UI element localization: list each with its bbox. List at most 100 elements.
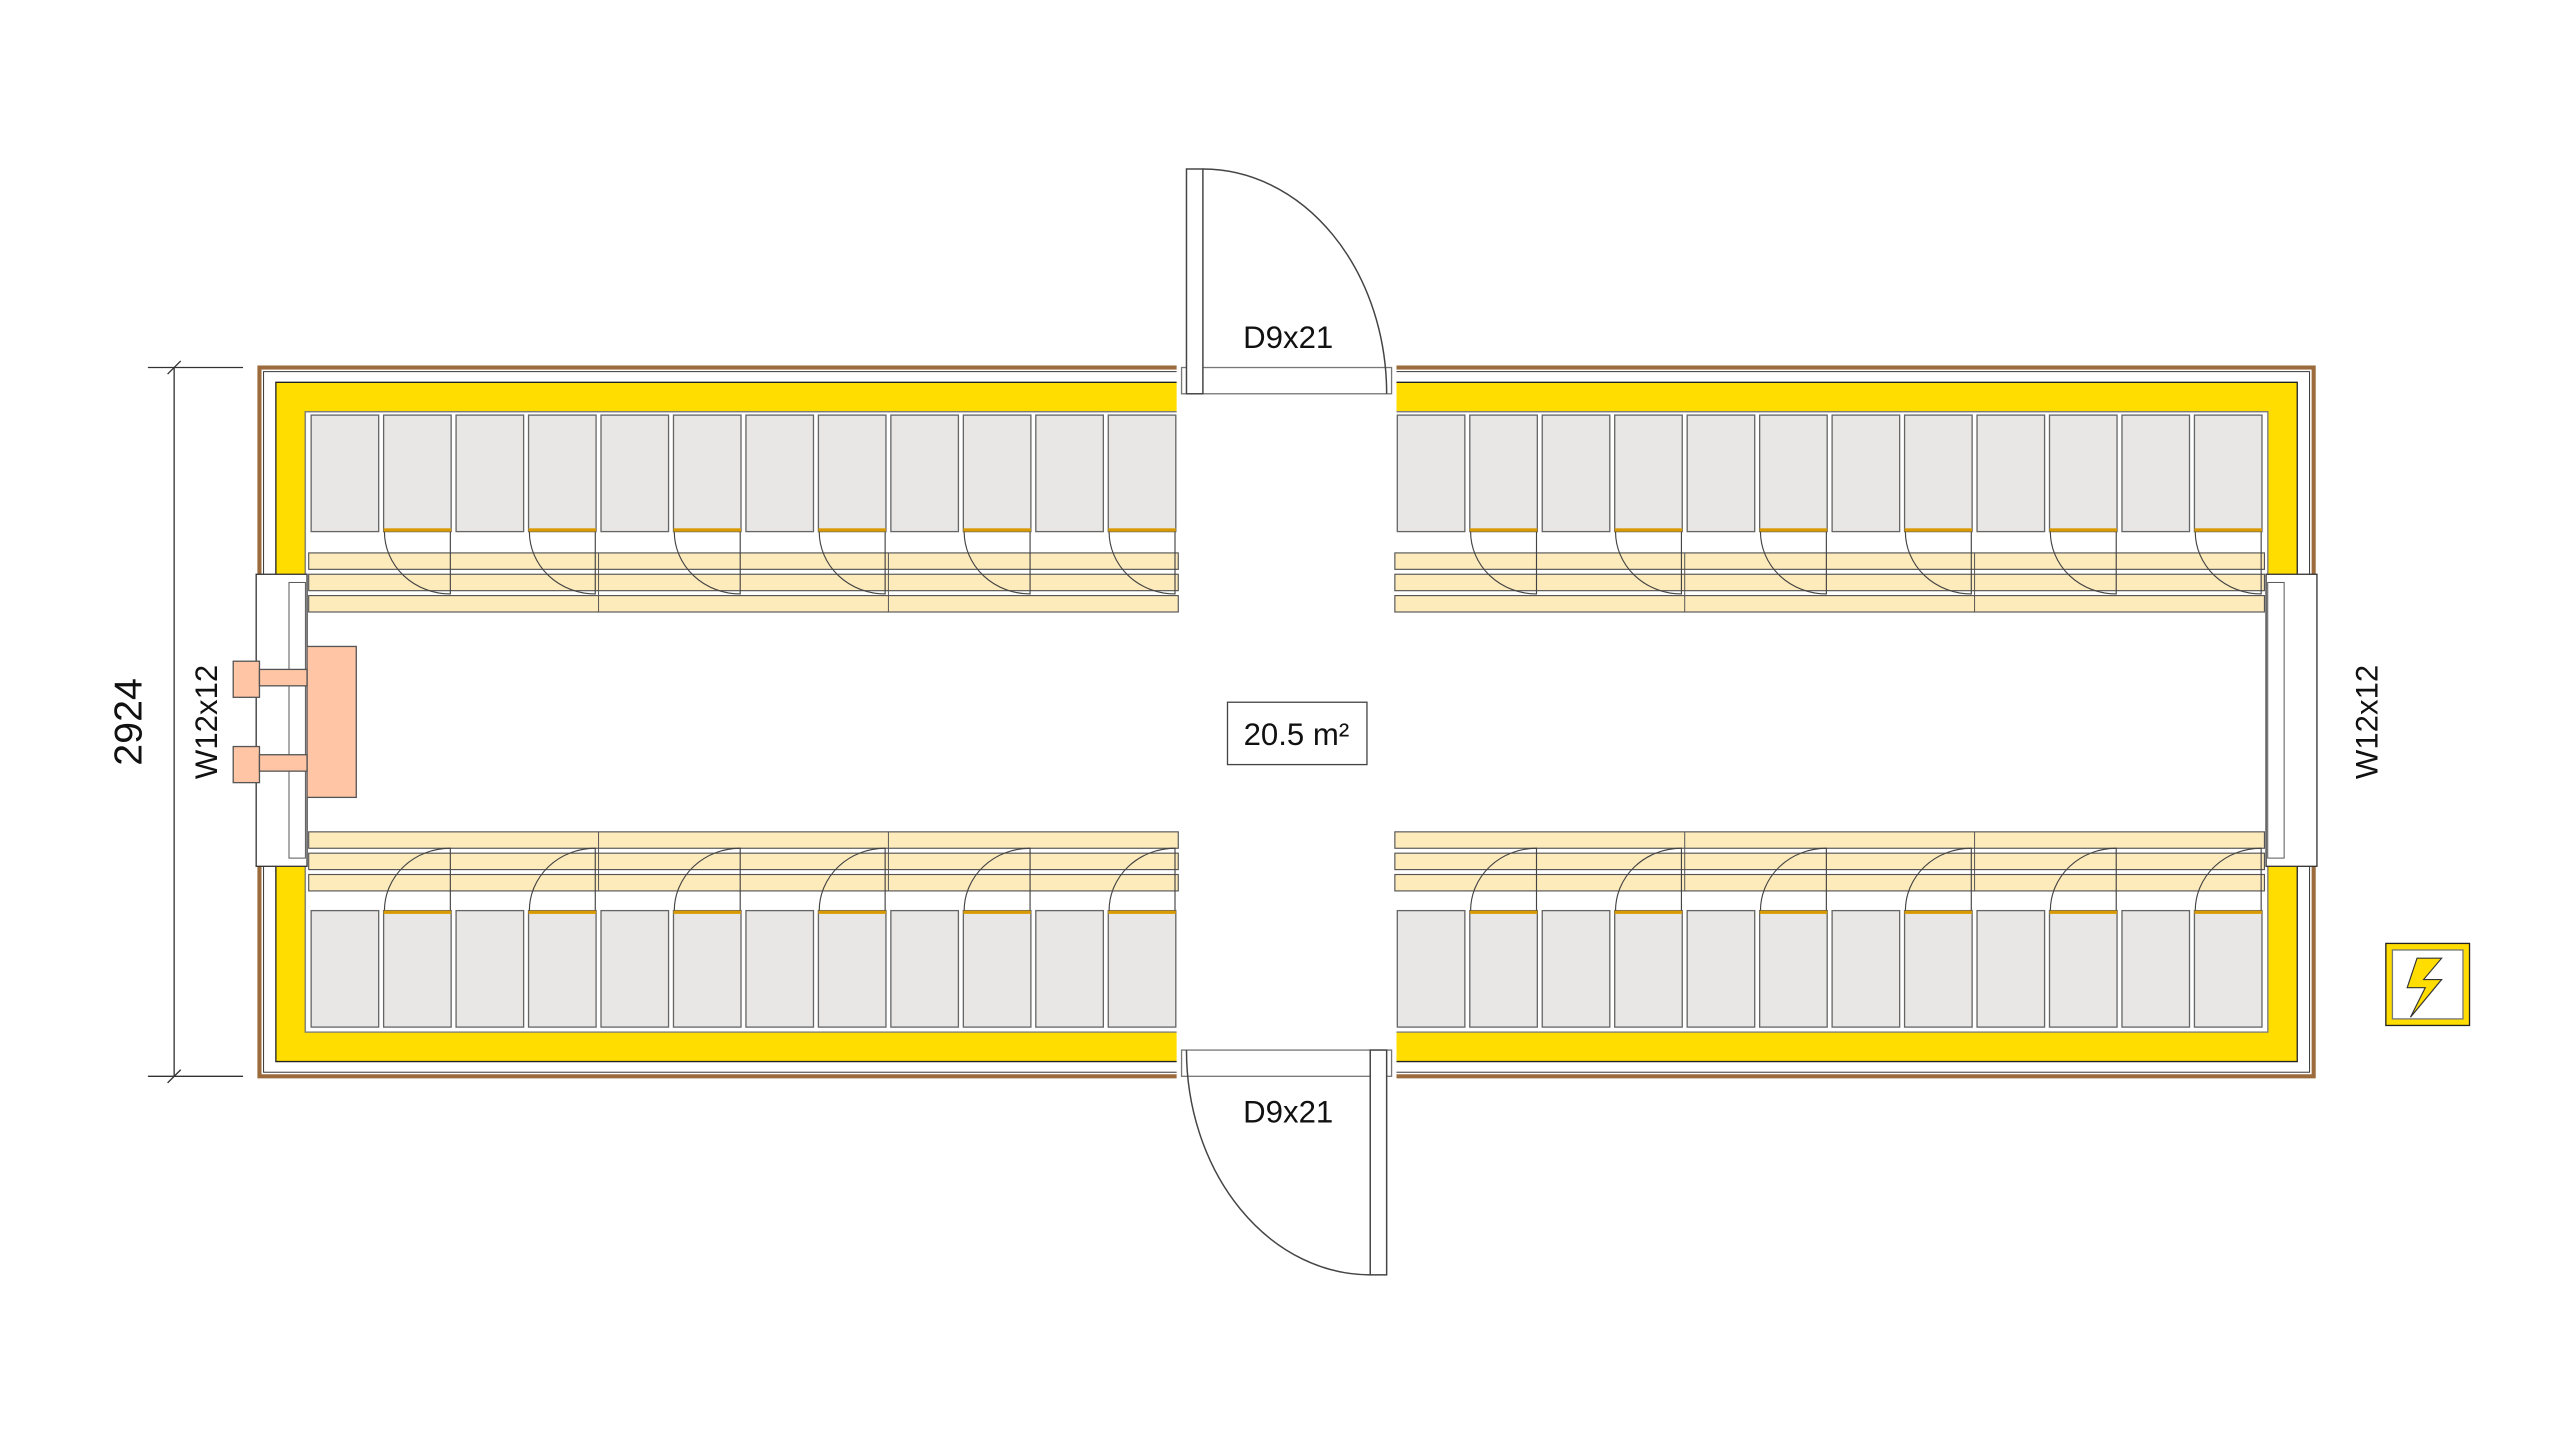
locker xyxy=(2193,909,2263,1028)
locker xyxy=(527,414,597,533)
locker xyxy=(745,414,815,533)
locker-door-swing xyxy=(528,847,596,911)
locker xyxy=(1903,414,1973,533)
bench-slat xyxy=(1394,873,2266,892)
lightning-bolt-icon xyxy=(2385,942,2471,1027)
door-bottom xyxy=(1185,1049,1388,1276)
locker xyxy=(2121,909,2191,1028)
locker xyxy=(382,909,452,1028)
locker xyxy=(1614,909,1683,1028)
locker xyxy=(455,909,525,1028)
locker-door-swing xyxy=(963,847,1031,911)
locker xyxy=(2048,414,2118,533)
locker-door-swing xyxy=(818,847,886,911)
locker xyxy=(1396,909,1466,1028)
locker-door-swing xyxy=(1470,531,1538,595)
area-label: 20.5 m² xyxy=(1244,717,1350,752)
bench-slat xyxy=(1394,595,2266,613)
locker-door-swing xyxy=(1904,847,1972,911)
locker-door-swing xyxy=(818,531,886,595)
bench-slat xyxy=(308,595,1179,613)
locker xyxy=(1107,414,1177,533)
locker xyxy=(1758,909,1828,1028)
locker-handle xyxy=(1904,528,1973,532)
locker xyxy=(962,414,1032,533)
locker-door-swing xyxy=(2194,531,2262,595)
locker-handle xyxy=(528,528,597,532)
locker-handle xyxy=(1614,910,1683,914)
locker-door-swing xyxy=(1759,531,1827,595)
locker-handle xyxy=(673,528,742,532)
locker xyxy=(2193,414,2263,533)
locker xyxy=(1614,414,1683,533)
locker xyxy=(600,414,670,533)
locker-handle xyxy=(383,528,452,532)
locker-handle xyxy=(383,910,452,914)
locker-door-swing xyxy=(1470,847,1538,911)
locker-handle xyxy=(1904,910,1973,914)
locker xyxy=(1831,414,1901,533)
locker-door-swing xyxy=(2049,847,2117,911)
bench-slat xyxy=(308,831,1179,849)
heater xyxy=(232,645,357,799)
locker xyxy=(1831,909,1901,1028)
locker-door-swing xyxy=(1108,531,1176,595)
bench-slat xyxy=(1394,852,2266,871)
locker-handle xyxy=(1469,910,1538,914)
locker xyxy=(382,414,452,533)
locker xyxy=(1541,414,1611,533)
locker xyxy=(455,414,525,533)
locker-handle xyxy=(528,910,597,914)
locker-handle xyxy=(818,528,886,532)
locker-door-swing xyxy=(528,531,596,595)
locker-handle xyxy=(1108,910,1176,914)
locker xyxy=(527,909,597,1028)
locker-handle xyxy=(2049,910,2118,914)
locker xyxy=(672,909,742,1028)
locker-door-swing xyxy=(673,531,741,595)
locker-door-swing xyxy=(673,847,741,911)
bench-slat xyxy=(308,852,1179,871)
locker-door-swing xyxy=(1108,847,1176,911)
locker-handle xyxy=(963,528,1031,532)
area-label-box xyxy=(1226,701,1368,766)
locker xyxy=(1035,414,1105,533)
locker xyxy=(600,909,670,1028)
locker xyxy=(890,909,960,1028)
locker xyxy=(1976,414,2046,533)
window-label-left: W12x12 xyxy=(189,665,224,779)
locker-handle xyxy=(818,910,886,914)
locker-door-swing xyxy=(963,531,1031,595)
locker-door-swing xyxy=(1614,847,1683,911)
locker-handle xyxy=(1108,528,1176,532)
locker xyxy=(1035,909,1105,1028)
locker-door-swing xyxy=(1904,531,1972,595)
locker xyxy=(1396,414,1466,533)
bench-slat xyxy=(308,573,1179,592)
locker-door-swing xyxy=(2049,531,2117,595)
locker-handle xyxy=(2194,528,2262,532)
door-label-bottom: D9x21 xyxy=(1243,1094,1333,1129)
window-label-right: W12x12 xyxy=(2350,665,2385,779)
locker xyxy=(1686,909,1756,1028)
bench-slat xyxy=(1394,552,2266,570)
locker xyxy=(1686,414,1756,533)
height-dimension-label: 2924 xyxy=(106,678,150,766)
locker xyxy=(962,909,1032,1028)
locker-handle xyxy=(1469,528,1538,532)
locker-door-swing xyxy=(2194,847,2262,911)
locker-handle xyxy=(2049,528,2118,532)
locker xyxy=(2048,909,2118,1028)
locker xyxy=(310,414,380,533)
locker-handle xyxy=(673,910,742,914)
locker-door-swing xyxy=(1614,531,1683,595)
bench-slat xyxy=(308,873,1179,892)
locker xyxy=(1976,909,2046,1028)
locker-handle xyxy=(963,910,1031,914)
locker-handle xyxy=(1759,528,1828,532)
door-top xyxy=(1185,168,1388,395)
locker-handle xyxy=(2194,910,2262,914)
locker xyxy=(2121,414,2191,533)
locker-door-swing xyxy=(1759,847,1827,911)
